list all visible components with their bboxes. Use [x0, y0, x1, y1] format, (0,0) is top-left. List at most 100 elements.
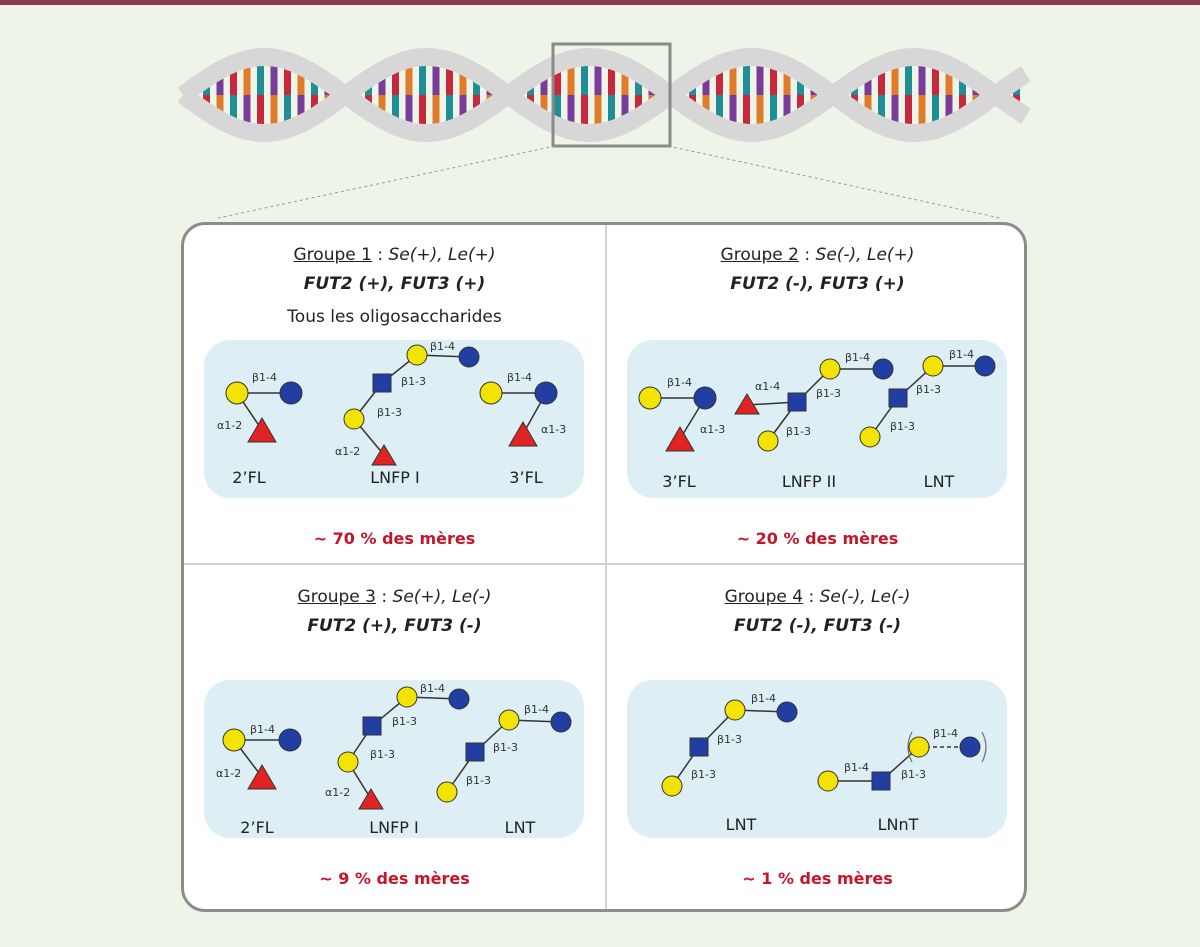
galactose-icon [343, 408, 365, 430]
dna-base [405, 95, 413, 131]
dna-base [540, 95, 548, 120]
dna-helix-illustration [177, 42, 1031, 219]
glucose-icon [974, 355, 996, 377]
link-label: β1-3 [370, 748, 395, 761]
link-label: β1-3 [401, 375, 426, 388]
fucose-icon [665, 426, 695, 452]
galactose-icon [819, 358, 841, 380]
dna-base [392, 63, 399, 95]
link-label: β1-3 [493, 741, 518, 754]
dna-base [621, 95, 629, 125]
dna-base [635, 95, 642, 118]
glcnac-icon [888, 388, 908, 408]
molecule-lnt: β1-4 β1-3 β1-3 LNT [436, 703, 572, 837]
galactose-icon [922, 355, 944, 377]
group-4-genes: FUT2 (-), FUT3 (-) [733, 616, 902, 636]
dna-base [959, 95, 966, 118]
fucose-icon [508, 421, 538, 447]
dna-base [608, 95, 615, 130]
dna-base [297, 95, 305, 124]
dna-base [473, 73, 480, 95]
galactose-icon [225, 381, 249, 405]
dna-base [959, 72, 966, 95]
dna-base [257, 95, 264, 133]
link-label: β1-4 [524, 703, 549, 716]
top-accent-bar [0, 0, 1200, 5]
galactose-icon [222, 728, 246, 752]
dna-base [446, 95, 453, 130]
link-label: β1-3 [466, 774, 491, 787]
dna-base [797, 95, 804, 118]
dna-base [783, 65, 791, 95]
glucose-icon [959, 736, 981, 758]
zoom-guide-right [667, 145, 1001, 219]
dna-base [783, 95, 791, 125]
dna-base [567, 59, 575, 95]
link-label: β1-4 [949, 348, 974, 361]
galactose-icon [724, 699, 746, 721]
dna-base [473, 95, 480, 117]
dna-base [419, 95, 426, 133]
link-label: β1-4 [844, 761, 869, 774]
link-label: β1-3 [901, 768, 926, 781]
glucose-icon [776, 701, 798, 723]
dna-base [702, 70, 710, 95]
molecule-lnfp-i: β1-4 β1-3 β1-3 α1-2 LNFP I [325, 682, 470, 837]
dna-base [243, 59, 251, 95]
dna-base [405, 59, 413, 95]
group-1-subtitle: Tous les oligosaccharides [287, 307, 502, 327]
dna-base [230, 95, 237, 127]
dna-base [270, 95, 278, 133]
dna-base [243, 95, 251, 131]
molecule-name-lnt: LNT [505, 818, 536, 837]
dna-base [540, 70, 548, 95]
dna-base [945, 65, 953, 95]
galactose-icon [817, 770, 839, 792]
link-label: β1-4 [430, 340, 455, 353]
dna-base [621, 65, 629, 95]
glucose-icon [448, 688, 470, 710]
dna-base [230, 63, 237, 95]
dna-backbone-strands [177, 47, 1031, 143]
dna-base [216, 95, 224, 120]
molecule-name-lnfp-ii: LNFP II [782, 472, 836, 491]
link-label: β1-3 [691, 768, 716, 781]
zoom-selection-box [551, 42, 672, 148]
glucose-icon [693, 386, 717, 410]
dna-base [297, 66, 305, 95]
fucose-icon [247, 764, 277, 790]
group-2-genes: FUT2 (-), FUT3 (+) [730, 274, 905, 294]
group-4-title: Groupe 4 : Se(-), Le(-) [724, 587, 911, 607]
glucose-icon [872, 358, 894, 380]
molecule-3fl: β1-4 α1-3 3’FL [479, 371, 566, 487]
dna-base [554, 95, 561, 127]
fucose-icon [371, 444, 397, 466]
group-1-genes: FUT2 (+), FUT3 (+) [303, 274, 486, 294]
dna-base [864, 71, 872, 95]
horizontal-divider [184, 563, 1024, 565]
group-3-structures-box: β1-4 α1-2 2’FL β1-4 β1-3 β1-3 [204, 680, 584, 838]
dna-base [905, 57, 912, 95]
dna-base [284, 95, 291, 130]
link-label: β1-3 [816, 387, 841, 400]
dna-base [945, 95, 953, 125]
dna-base [716, 95, 723, 126]
dna-base [891, 95, 899, 131]
glucose-icon [458, 346, 480, 368]
group-3-title: Groupe 3 : Se(+), Le(-) [297, 587, 492, 607]
galactose-icon [638, 386, 662, 410]
dna-base [756, 95, 764, 133]
link-label: β1-4 [420, 682, 445, 695]
dna-base [419, 57, 426, 95]
link-label: β1-4 [933, 727, 958, 740]
galactose-icon [859, 426, 881, 448]
dna-base [729, 59, 737, 95]
dna-base [581, 95, 588, 133]
molecule-name-3fl: 3’FL [662, 472, 695, 491]
group-1-percentage: ~ 70 % des mères [313, 529, 476, 548]
link-label: α1-2 [325, 786, 350, 799]
dna-base [878, 64, 885, 95]
molecule-lnnt: β1-4 β1-4 β1-3 LNnT [817, 727, 987, 834]
dna-base [743, 95, 750, 133]
dna-base [797, 72, 804, 95]
